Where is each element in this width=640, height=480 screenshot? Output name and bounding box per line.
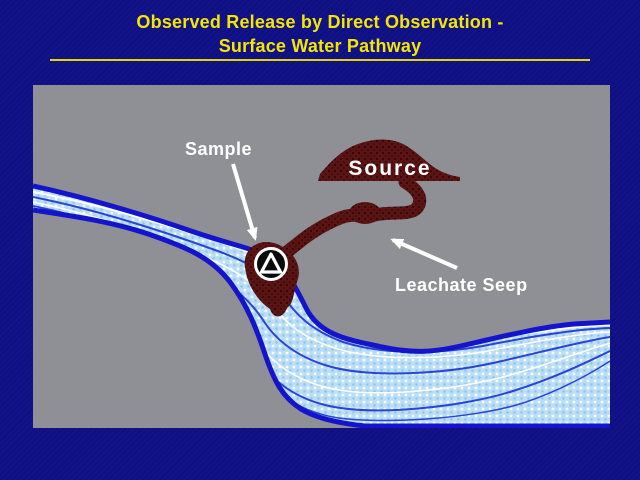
slide-title-line-1: Observed Release by Direct Observation - — [136, 12, 504, 32]
leachate-seep-label: Leachate Seep — [395, 275, 528, 295]
source-label: Source — [348, 157, 431, 180]
sample-point-marker — [254, 247, 288, 281]
title-underline-rule — [50, 59, 590, 61]
leachate-seep-arrow — [390, 238, 458, 270]
slide-title: Observed Release by Direct Observation -… — [0, 10, 640, 58]
river-bottom-bank — [33, 207, 610, 428]
source-mound — [318, 139, 460, 181]
river — [33, 186, 610, 426]
seep-channel-bulge — [349, 202, 381, 224]
diagram-panel: Sample Source Leachate Seep — [33, 85, 610, 428]
site-diagram: Sample Source Leachate Seep — [33, 139, 610, 428]
sample-arrow — [231, 163, 258, 241]
sample-label: Sample — [185, 139, 252, 159]
slide-title-line-2: Surface Water Pathway — [218, 36, 422, 56]
leachate-seep-channel — [270, 175, 427, 268]
river-top-bank — [33, 183, 610, 354]
